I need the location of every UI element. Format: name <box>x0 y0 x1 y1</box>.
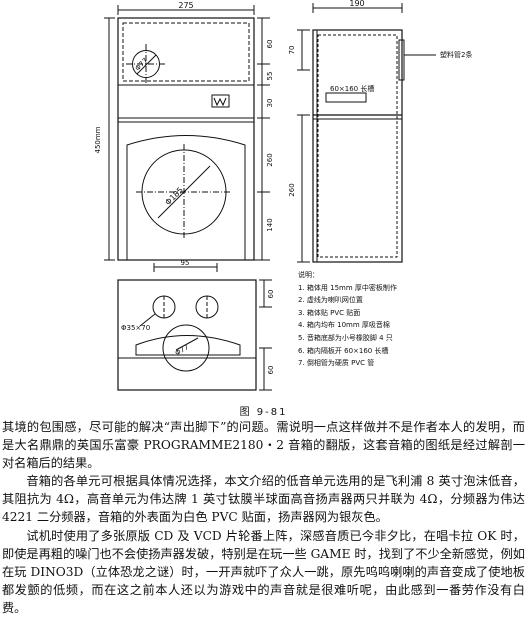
note-item: 5. 音箱底部为小号橡胶脚 4 只 <box>298 333 393 342</box>
note-item: 7. 倒相管为硬质 PVC 管 <box>298 359 375 368</box>
front-dim-1: 60 <box>266 40 274 49</box>
front-large-dim-1: 260 <box>266 153 274 166</box>
note-item: 1. 箱体用 15mm 厚中密板制作 <box>298 283 397 292</box>
front-width-dim: 275 <box>178 1 193 10</box>
drawing-notes: 说明： 1. 箱体用 15mm 厚中密板制作 2. 虚线为喇叭网位置 3. 箱体… <box>298 269 523 370</box>
front-small-cutout: Φ77 <box>134 57 150 73</box>
side-depth-dim: 190 <box>349 0 364 8</box>
note-item: 2. 虚线为喇叭网位置 <box>298 296 363 305</box>
back-view <box>117 263 272 391</box>
figure-caption: 图 9-81 <box>239 407 288 418</box>
back-width-dim: 95 <box>181 259 190 267</box>
note-item: 3. 箱体贴 PVC 贴面 <box>298 308 361 317</box>
speaker-cabinet-drawing: 275 450mm 60 55 30 Φ77 Φ185 260 140 190 … <box>94 0 472 391</box>
notes-title: 说明： <box>298 271 319 279</box>
side-lower-dim: 260 <box>288 183 296 196</box>
front-dim-3: 30 <box>266 99 274 108</box>
front-large-cutout: Φ185 <box>163 185 185 207</box>
front-view <box>104 5 270 261</box>
front-dim-2: 55 <box>266 72 274 81</box>
article-body: 其境的包围感，尽可能的解决“声出脚下”的问题。需说明一点这样做并不是作者本人的发… <box>2 418 525 617</box>
back-port-label: Φ35×70 <box>121 324 150 332</box>
front-large-dim-2: 140 <box>266 218 274 231</box>
side-view <box>297 3 436 263</box>
paragraph-2: 音箱的各单元可根据具体情况选择，本文介绍的低音单元选用的是飞利浦 8 英寸泡沫低… <box>2 474 525 525</box>
note-item: 4. 箱内均布 10mm 厚吸音棉 <box>298 321 390 330</box>
back-bottom-dim: 60 <box>267 366 275 375</box>
front-height-dim: 450mm <box>94 126 102 153</box>
paragraph-1: 其境的包围感，尽可能的解决“声出脚下”的问题。需说明一点这样做并不是作者本人的发… <box>2 420 525 471</box>
side-opening-label: 60×160 长槽 <box>330 84 374 93</box>
side-top-dim: 70 <box>288 46 296 55</box>
back-right-dim: 60 <box>267 290 275 299</box>
note-item: 6. 箱内隔板开 60×160 长槽 <box>298 346 389 355</box>
side-tube-label: 塑料管2条 <box>440 50 472 59</box>
paragraph-3: 试机时使用了多张原版 CD 及 VCD 片轮番上阵，深感音质已今非夕比，在唱卡拉… <box>2 528 525 615</box>
